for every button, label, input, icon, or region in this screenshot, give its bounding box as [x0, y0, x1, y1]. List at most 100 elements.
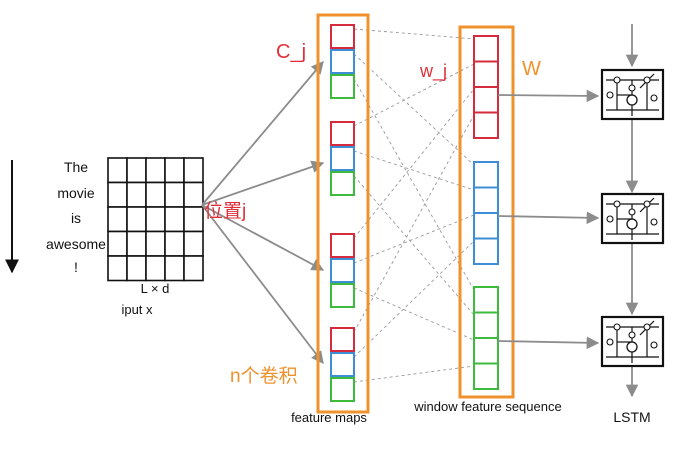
lstm-cells — [600, 68, 665, 368]
dashed-link — [353, 78, 475, 291]
matrix-cell — [164, 255, 185, 282]
dashed-link — [353, 214, 475, 264]
window-blue-cell-3 — [473, 212, 499, 240]
position-j-label: 位置j — [204, 200, 246, 222]
window-green-cell-1 — [473, 286, 499, 314]
feature-map-group-1-red-cell — [330, 24, 355, 49]
matrix-cell — [107, 255, 128, 282]
matrix-cell — [183, 157, 204, 184]
dashed-link — [353, 287, 475, 341]
feature-map-group-1-green-cell — [330, 74, 355, 99]
window-green-cell-2 — [473, 311, 499, 339]
lstm-cell-2 — [600, 192, 665, 245]
lstm-gate — [650, 341, 658, 349]
matrix-cell — [107, 157, 128, 184]
matrix-cell — [164, 181, 185, 208]
matrix-cell — [126, 157, 147, 184]
lstm-node — [626, 94, 638, 106]
feature-map-group-4-blue-cell — [330, 352, 355, 377]
lstm-gate — [606, 215, 614, 223]
lstm-gate — [643, 200, 651, 208]
matrix-cell — [107, 230, 128, 257]
conv-arrow-2 — [201, 160, 325, 206]
dashed-link — [353, 88, 475, 239]
feature-maps-frame — [316, 13, 370, 414]
lstm-gate — [650, 94, 658, 102]
window-sequence-caption: window feature sequence — [413, 399, 561, 414]
lstm-gate — [613, 200, 621, 208]
feature-map-group-4-green-cell — [330, 377, 355, 402]
dashed-link — [353, 63, 475, 127]
input-words: The movie is awesome ! — [46, 159, 106, 275]
matrix-cell — [145, 206, 166, 233]
matrix-cell — [164, 157, 185, 184]
matrix-cell — [164, 206, 185, 233]
input-matrix — [107, 157, 204, 282]
lstm-gate — [643, 76, 651, 84]
feature-map-group-4-red-cell — [330, 327, 355, 352]
matrix-cell — [126, 206, 147, 233]
matrix-cell — [107, 206, 128, 233]
lstm-cell-3 — [600, 315, 665, 368]
matrix-cell — [126, 181, 147, 208]
ws-to-lstm-arrow-2 — [497, 211, 600, 225]
window-red-cell-2 — [473, 60, 499, 88]
window-blue-cell-4 — [473, 237, 499, 265]
word-2: movie — [57, 185, 95, 201]
feature-map-group-3-blue-cell — [330, 258, 355, 283]
matrix-cell — [183, 206, 204, 233]
dashed-connections — [353, 28, 475, 383]
window-green-cell-4 — [473, 362, 499, 390]
feature-maps — [330, 24, 355, 402]
W-label: W — [522, 58, 541, 80]
ws-to-lstm-arrow-1 — [497, 89, 600, 103]
c-j-label: C_j — [276, 41, 306, 63]
lstm-gate — [613, 323, 621, 331]
feature-map-group-2-green-cell — [330, 171, 355, 196]
lstm-cell-1 — [600, 68, 665, 121]
word-5: ! — [74, 259, 78, 275]
matrix-cell — [183, 230, 204, 257]
lstm-node — [626, 341, 638, 353]
word-3: is — [71, 210, 81, 226]
conv-arrow-1 — [201, 61, 324, 206]
feature-maps-caption: feature maps — [291, 410, 367, 425]
window-to-lstm-arrows — [497, 89, 600, 350]
matrix-cell — [107, 181, 128, 208]
lstm-node — [626, 218, 638, 230]
lstm-gate — [613, 76, 621, 84]
window-blue-cell-1 — [473, 161, 499, 189]
matrix-cell — [183, 255, 204, 282]
window-green-cell-3 — [473, 337, 499, 365]
matrix-cell — [145, 230, 166, 257]
input-caption: iput x — [121, 302, 153, 317]
window-sequence-frame — [458, 25, 515, 399]
ws-to-lstm-arrow-3 — [497, 336, 600, 350]
lstm-gate — [606, 338, 614, 346]
lstm-gate — [606, 91, 614, 99]
matrix-cell — [145, 181, 166, 208]
matrix-cell — [145, 157, 166, 184]
word-4: awesome — [46, 236, 106, 252]
matrix-cell — [164, 230, 185, 257]
matrix-dim-label: L × d — [141, 281, 170, 296]
dashed-link — [353, 28, 475, 40]
dashed-link — [353, 114, 475, 333]
matrix-cell — [126, 255, 147, 282]
lstm-caption: LSTM — [613, 409, 650, 425]
lstm-gate — [628, 331, 636, 339]
feature-map-group-2-blue-cell — [330, 146, 355, 171]
lstm-gate — [628, 208, 636, 216]
window-red-cell-4 — [473, 111, 499, 139]
dashed-link — [353, 365, 475, 383]
word-1: The — [64, 159, 88, 175]
feature-map-group-3-green-cell — [330, 283, 355, 308]
conv-arrow-3 — [201, 204, 325, 271]
feature-map-group-3-red-cell — [330, 233, 355, 258]
dashed-link — [353, 175, 475, 316]
dashed-link — [353, 240, 475, 358]
window-blue-cell-2 — [473, 186, 499, 214]
window-feature-sequence — [473, 35, 499, 390]
